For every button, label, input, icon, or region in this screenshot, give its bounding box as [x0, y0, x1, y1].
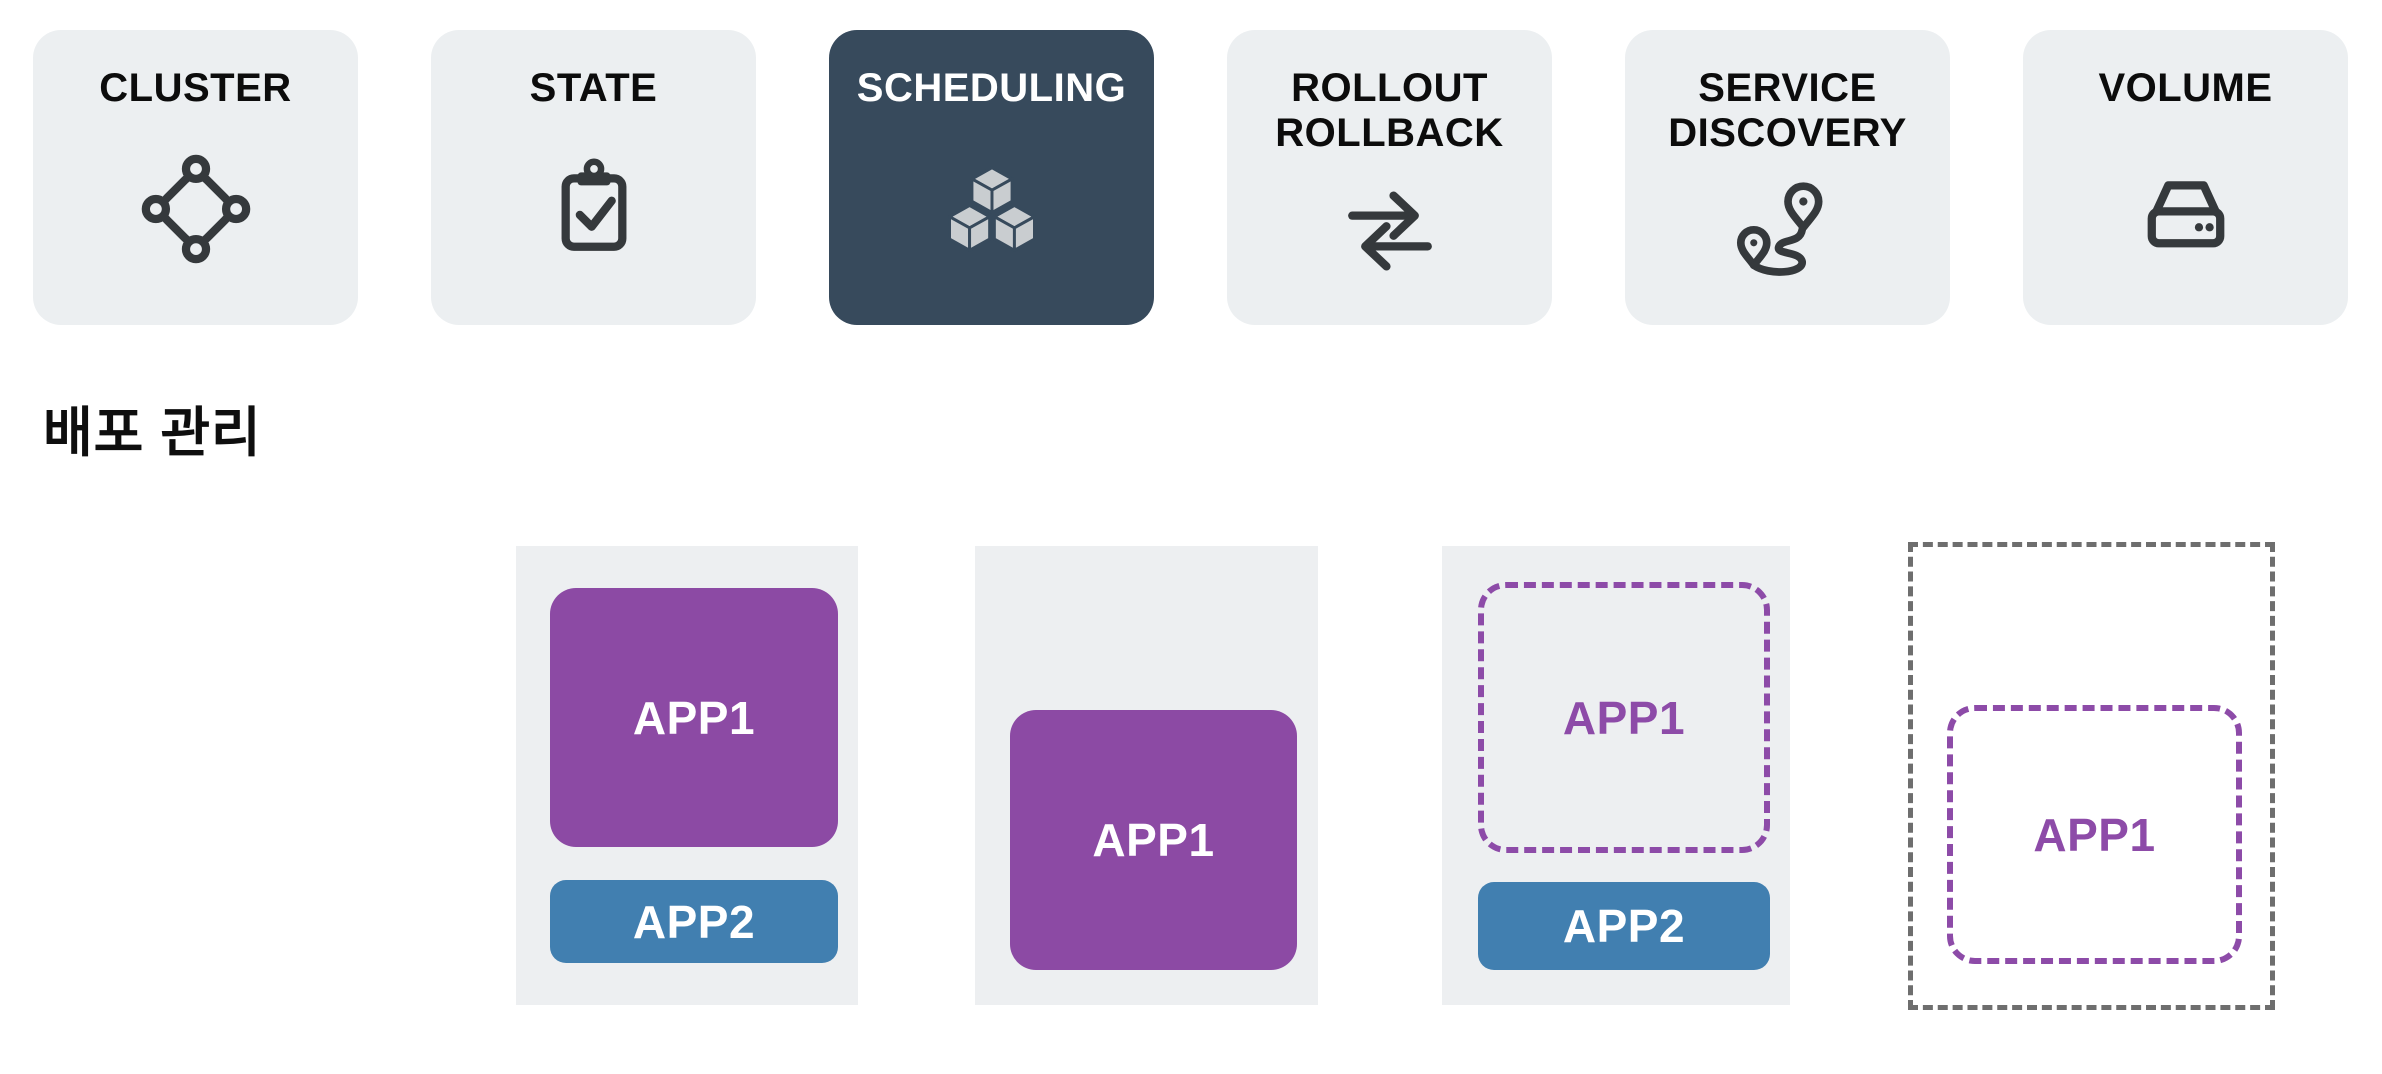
app1-pod: APP1	[1010, 710, 1297, 970]
scheduling-node-1: APP1 APP2	[516, 546, 858, 1005]
stacked-cubes-icon	[933, 111, 1051, 325]
storage-drive-icon	[2127, 111, 2245, 325]
route-pins-icon	[1729, 156, 1847, 325]
cluster-icon	[137, 111, 255, 325]
app2-pod: APP2	[1478, 882, 1770, 970]
tab-rollout-rollback[interactable]: ROLLOUT ROLLBACK	[1227, 30, 1552, 325]
app1-pod: APP1	[550, 588, 838, 847]
scheduling-node-4-placeholder: APP1	[1908, 542, 2275, 1010]
tab-volume[interactable]: VOLUME	[2023, 30, 2348, 325]
app1-pod-placeholder: APP1	[1947, 705, 2242, 964]
tab-volume-label: VOLUME	[2098, 66, 2273, 110]
tab-cluster-label: CLUSTER	[99, 66, 292, 110]
app1-pod-placeholder: APP1	[1478, 582, 1770, 853]
tab-state[interactable]: STATE	[431, 30, 756, 325]
tab-scheduling-label: SCHEDULING	[856, 66, 1127, 110]
tab-service-discovery[interactable]: SERVICE DISCOVERY	[1625, 30, 1950, 325]
feature-tab-row: CLUSTER STATE	[33, 30, 2348, 325]
swap-arrows-icon	[1331, 156, 1449, 325]
scheduling-node-2: APP1	[975, 546, 1318, 1005]
section-title: 배포 관리	[43, 403, 262, 463]
clipboard-check-icon	[535, 111, 653, 325]
tab-rollout-rollback-label: ROLLOUT ROLLBACK	[1275, 66, 1504, 155]
tab-service-discovery-label: SERVICE DISCOVERY	[1668, 66, 1907, 155]
tab-cluster[interactable]: CLUSTER	[33, 30, 358, 325]
tab-scheduling[interactable]: SCHEDULING	[829, 30, 1154, 325]
scheduling-node-3: APP1 APP2	[1442, 546, 1790, 1005]
app2-pod: APP2	[550, 880, 838, 963]
tab-state-label: STATE	[529, 66, 658, 110]
